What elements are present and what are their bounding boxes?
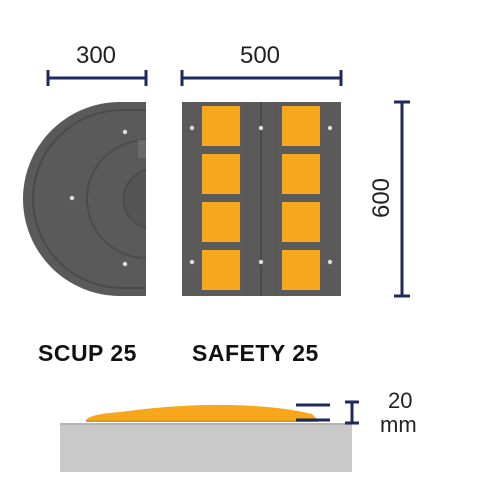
scup-25-end-cap <box>23 102 147 296</box>
height-value-label: 20 <box>388 388 413 413</box>
reflector-pad <box>282 154 320 194</box>
width-label-scup: 300 <box>75 42 117 69</box>
dim-line-600 <box>394 100 410 298</box>
side-profile <box>60 404 352 472</box>
reflector-pad <box>202 250 240 290</box>
bolt-hole <box>258 259 264 265</box>
bolt-hole <box>327 125 333 131</box>
reflector-pad <box>282 106 320 146</box>
dim-line-20 <box>296 400 359 425</box>
reflector-pad <box>282 250 320 290</box>
bolt-hole <box>258 125 264 131</box>
reflector-pad <box>202 202 240 242</box>
bolt-hole <box>189 259 195 265</box>
length-label: 600 <box>368 177 395 219</box>
product-name-safety: SAFETY 25 <box>192 340 319 366</box>
reflector-pad <box>202 154 240 194</box>
product-name-scup: SCUP 25 <box>38 340 137 366</box>
width-label-safety: 500 <box>239 42 281 69</box>
reflector-pad <box>202 106 240 146</box>
height-unit-label: mm <box>380 412 417 437</box>
reflector-pad <box>282 202 320 242</box>
dim-line-500 <box>180 70 343 86</box>
dim-line-300 <box>46 70 148 86</box>
bolt-hole-group <box>189 125 333 265</box>
bolt-hole <box>189 125 195 131</box>
reflector-group <box>202 106 320 290</box>
bolt-hole <box>327 259 333 265</box>
safety-25-module <box>182 102 341 296</box>
